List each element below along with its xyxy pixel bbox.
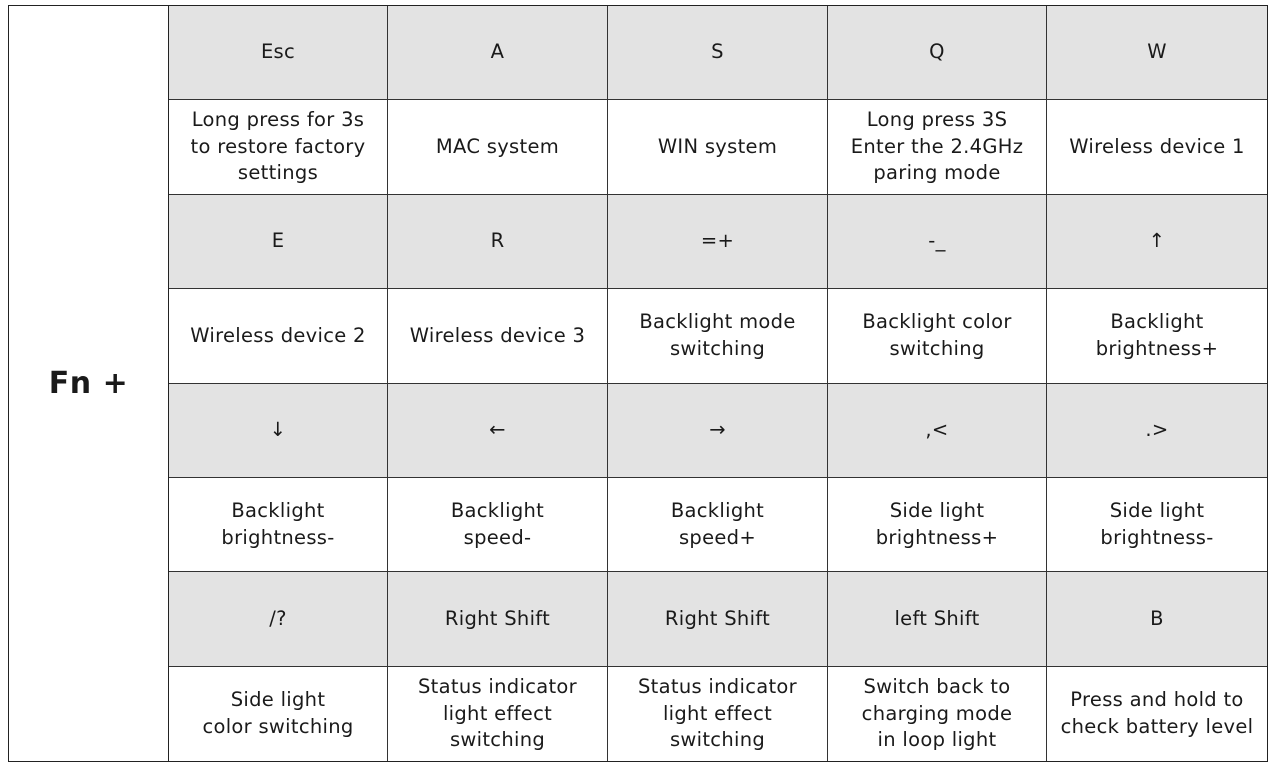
function-cell: Wireless device 2: [169, 289, 388, 384]
key-cell: ↓: [169, 383, 388, 478]
function-cell: Side light brightness+: [828, 477, 1047, 573]
key-cell: Right Shift: [608, 572, 828, 667]
key-cell: B: [1047, 572, 1267, 667]
key-cell: ←: [388, 383, 608, 478]
function-cell: Long press for 3s to restore factory set…: [169, 100, 388, 195]
fn-prefix-label: Fn +: [9, 6, 169, 761]
function-cell: Long press 3S Enter the 2.4GHz paring mo…: [828, 100, 1047, 195]
function-cell: Status indicator light effect switching: [608, 666, 828, 761]
function-cell: Backlight brightness+: [1047, 289, 1267, 384]
key-cell: →: [608, 383, 828, 478]
key-cell: =+: [608, 194, 828, 290]
key-cell: R: [388, 194, 608, 290]
key-cell: ↑: [1047, 194, 1267, 290]
key-cell: Esc: [169, 6, 388, 101]
function-cell: Backlight speed+: [608, 477, 828, 573]
function-cell: Backlight brightness-: [169, 477, 388, 573]
key-cell: -_: [828, 194, 1047, 290]
key-cell: /?: [169, 572, 388, 667]
function-cell: Wireless device 1: [1047, 100, 1267, 195]
function-cell: Backlight color switching: [828, 289, 1047, 384]
function-cell: MAC system: [388, 100, 608, 195]
function-cell: Side light color switching: [169, 666, 388, 761]
function-cell: Switch back to charging mode in loop lig…: [828, 666, 1047, 761]
function-cell: Wireless device 3: [388, 289, 608, 384]
function-cell: Side light brightness-: [1047, 477, 1267, 573]
key-cell: A: [388, 6, 608, 101]
key-cell: Right Shift: [388, 572, 608, 667]
function-cell: Backlight speed-: [388, 477, 608, 573]
key-cell: S: [608, 6, 828, 101]
function-cell: WIN system: [608, 100, 828, 195]
key-cell: Q: [828, 6, 1047, 101]
key-cell: ,<: [828, 383, 1047, 478]
function-cell: Press and hold to check battery level: [1047, 666, 1267, 761]
key-cell: left Shift: [828, 572, 1047, 667]
function-cell: Backlight mode switching: [608, 289, 828, 384]
key-cell: E: [169, 194, 388, 290]
key-cell: .>: [1047, 383, 1267, 478]
function-cell: Status indicator light effect switching: [388, 666, 608, 761]
key-cell: W: [1047, 6, 1267, 101]
